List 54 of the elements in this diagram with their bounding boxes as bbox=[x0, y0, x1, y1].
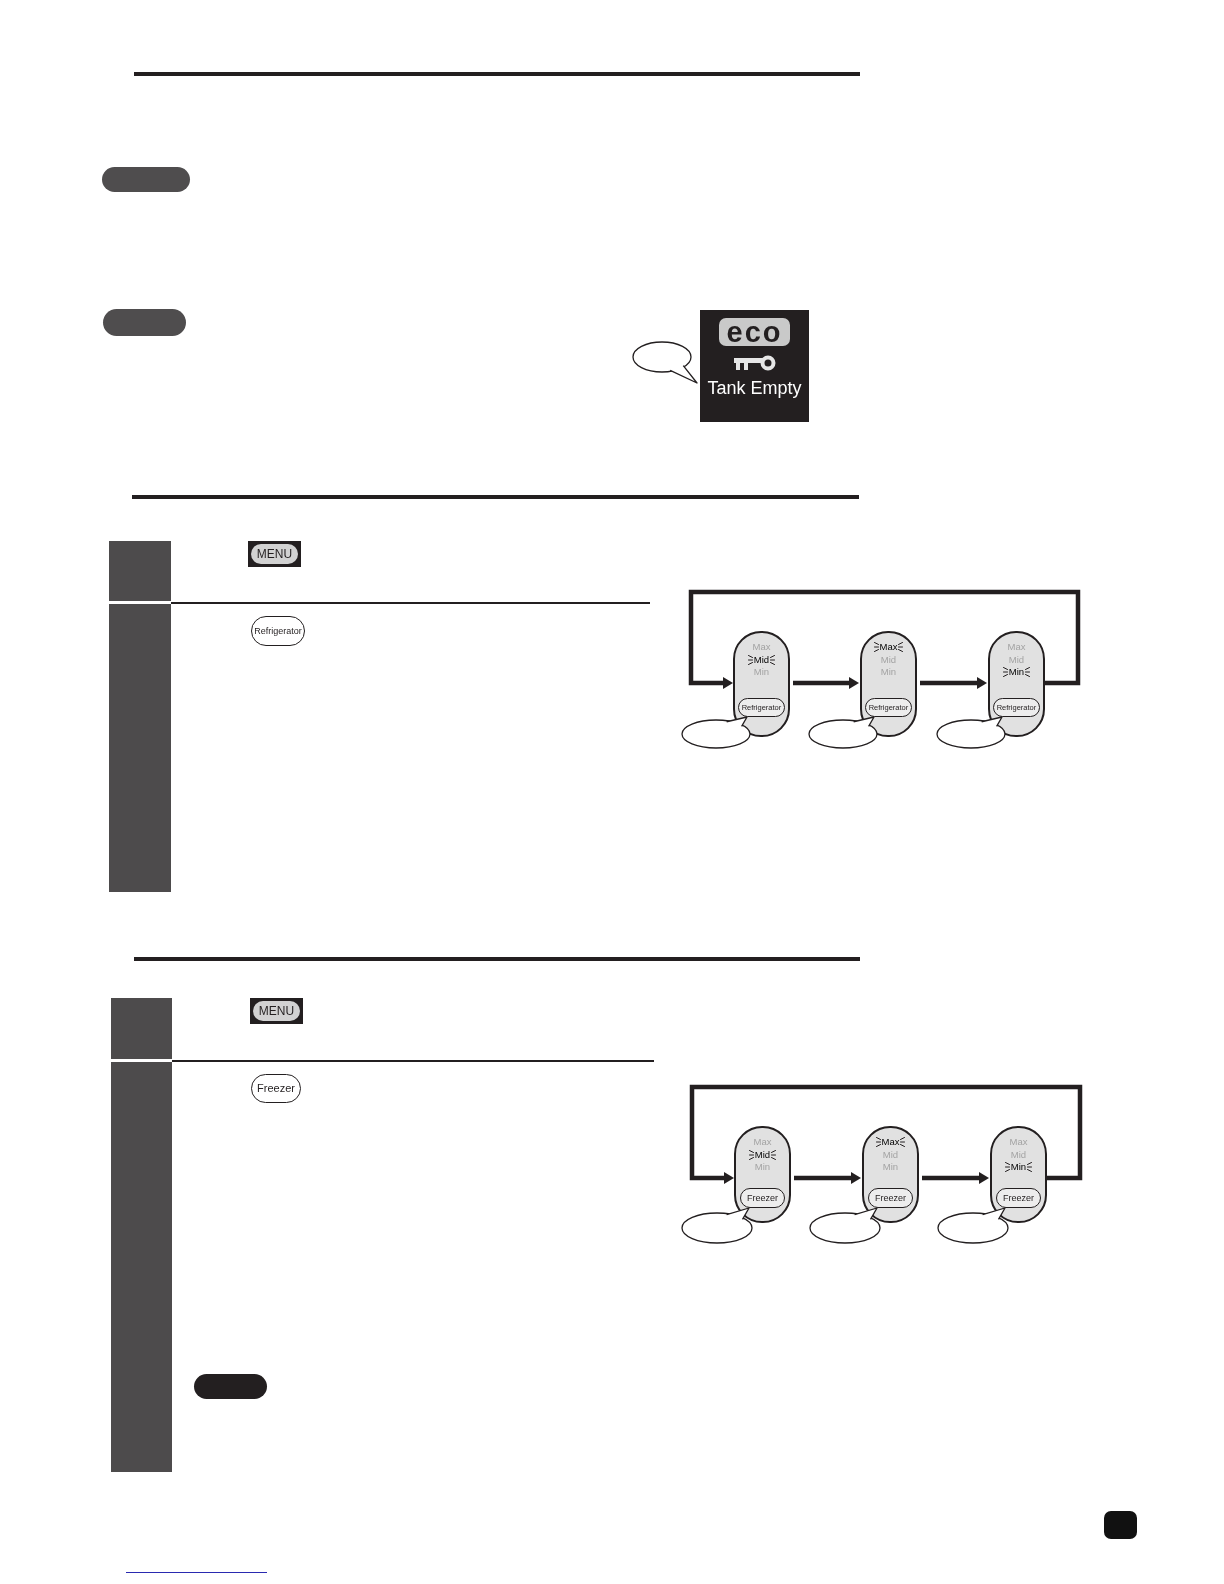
speech-bubble bbox=[631, 340, 700, 385]
step-number-block bbox=[109, 541, 171, 601]
level-label: Min bbox=[1010, 1161, 1027, 1174]
arrow bbox=[689, 1084, 1083, 1184]
note-badge bbox=[102, 167, 190, 192]
arrow bbox=[922, 1172, 989, 1184]
key-button: MENU bbox=[251, 544, 298, 564]
level-label: Mid bbox=[754, 1148, 771, 1161]
level-label: Min bbox=[882, 1161, 899, 1174]
level-label: Min bbox=[754, 1161, 771, 1174]
speech-bubble bbox=[936, 716, 1007, 749]
level-label: Max bbox=[879, 641, 898, 654]
step-number-block bbox=[111, 1062, 172, 1472]
control-panel bbox=[862, 1126, 919, 1223]
note-badge bbox=[103, 309, 186, 336]
status-text: Tank Empty bbox=[707, 377, 802, 399]
step-number-block bbox=[109, 604, 171, 892]
eco-label: eco bbox=[718, 318, 791, 346]
speech-bubble bbox=[809, 1207, 881, 1244]
note-badge bbox=[194, 1374, 267, 1399]
level-label: Max bbox=[753, 1136, 772, 1149]
level-label: Mid bbox=[882, 1148, 899, 1161]
level-label: Mid bbox=[753, 653, 770, 666]
level-label: Mid bbox=[1008, 653, 1025, 666]
key-button: MENU bbox=[253, 1001, 300, 1021]
key-button: Freezer bbox=[996, 1188, 1041, 1208]
speech-bubble bbox=[937, 1207, 1009, 1244]
level-label: Max bbox=[1007, 641, 1026, 654]
level-label: Min bbox=[880, 666, 897, 679]
control-panel bbox=[733, 631, 790, 737]
control-panel bbox=[988, 631, 1045, 737]
step-number-block bbox=[111, 998, 172, 1059]
key-button: Freezer bbox=[251, 1074, 301, 1103]
control-panel bbox=[860, 631, 917, 737]
arrow bbox=[688, 589, 1081, 689]
level-label: Mid bbox=[880, 653, 897, 666]
level-label: Min bbox=[1008, 666, 1025, 679]
level-label: Min bbox=[753, 666, 770, 679]
level-label: Max bbox=[1009, 1136, 1028, 1149]
display-panel bbox=[700, 310, 809, 422]
speech-bubble bbox=[681, 716, 752, 749]
arrow bbox=[794, 1172, 861, 1184]
level-label: Mid bbox=[1010, 1148, 1027, 1161]
speech-bubble bbox=[808, 716, 879, 749]
arrow bbox=[793, 677, 859, 689]
control-panel bbox=[990, 1126, 1047, 1223]
key-button: Freezer bbox=[868, 1188, 913, 1208]
control-panel bbox=[734, 1126, 791, 1223]
key-button: Freezer bbox=[740, 1188, 785, 1208]
speech-bubble bbox=[681, 1207, 753, 1244]
arrow bbox=[920, 677, 987, 689]
level-label: Max bbox=[881, 1136, 900, 1149]
level-label: Max bbox=[752, 641, 771, 654]
key-button: Refrigerator bbox=[251, 616, 305, 646]
